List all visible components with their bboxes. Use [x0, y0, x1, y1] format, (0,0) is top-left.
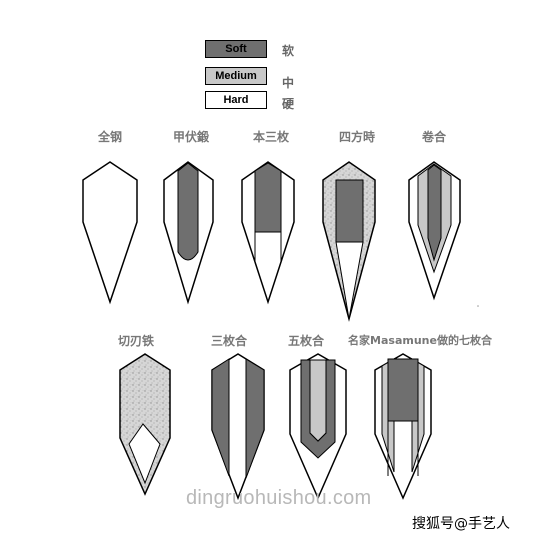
label-blade-1: 全钢	[97, 130, 123, 144]
legend-soft-label: Soft	[225, 43, 247, 55]
legend-soft-swatch: Soft	[205, 40, 267, 58]
legend-medium-swatch: Medium	[205, 67, 267, 85]
blade-kiriha	[119, 353, 171, 496]
label-blade-5: 卷合	[421, 130, 447, 144]
blade-nanamai	[374, 353, 432, 500]
label-blade-9: 名家Masamune做的七枚合	[348, 334, 492, 347]
label-blade-4: 四方時	[338, 130, 376, 144]
label-blade-2: 甲伏鍛	[172, 130, 210, 144]
label-blade-8: 五枚合	[287, 334, 325, 348]
label-blade-6: 切刃铁	[117, 334, 155, 348]
blade-honsanmai	[241, 161, 295, 305]
blade-shihozume	[322, 161, 376, 322]
legend-soft-cn: 软	[282, 44, 295, 58]
legend-medium-label: Medium	[215, 70, 257, 82]
credit-text: 搜狐号@手艺人	[412, 516, 510, 532]
watermark-text: dingruohuishou.com	[186, 487, 372, 509]
label-blade-3: 本三枚	[252, 130, 290, 144]
blade-sanmai	[211, 353, 265, 501]
label-blade-7: 三枚合	[210, 334, 248, 348]
blade-kobuse	[163, 161, 214, 305]
blade-zengang	[82, 161, 138, 305]
blade-makuri	[408, 161, 461, 301]
legend-medium-cn: 中	[282, 76, 295, 90]
blade-gomai	[289, 353, 347, 500]
legend-hard-label: Hard	[223, 94, 249, 106]
legend-hard-cn: 硬	[282, 97, 295, 111]
legend-hard-swatch: Hard	[205, 91, 267, 109]
